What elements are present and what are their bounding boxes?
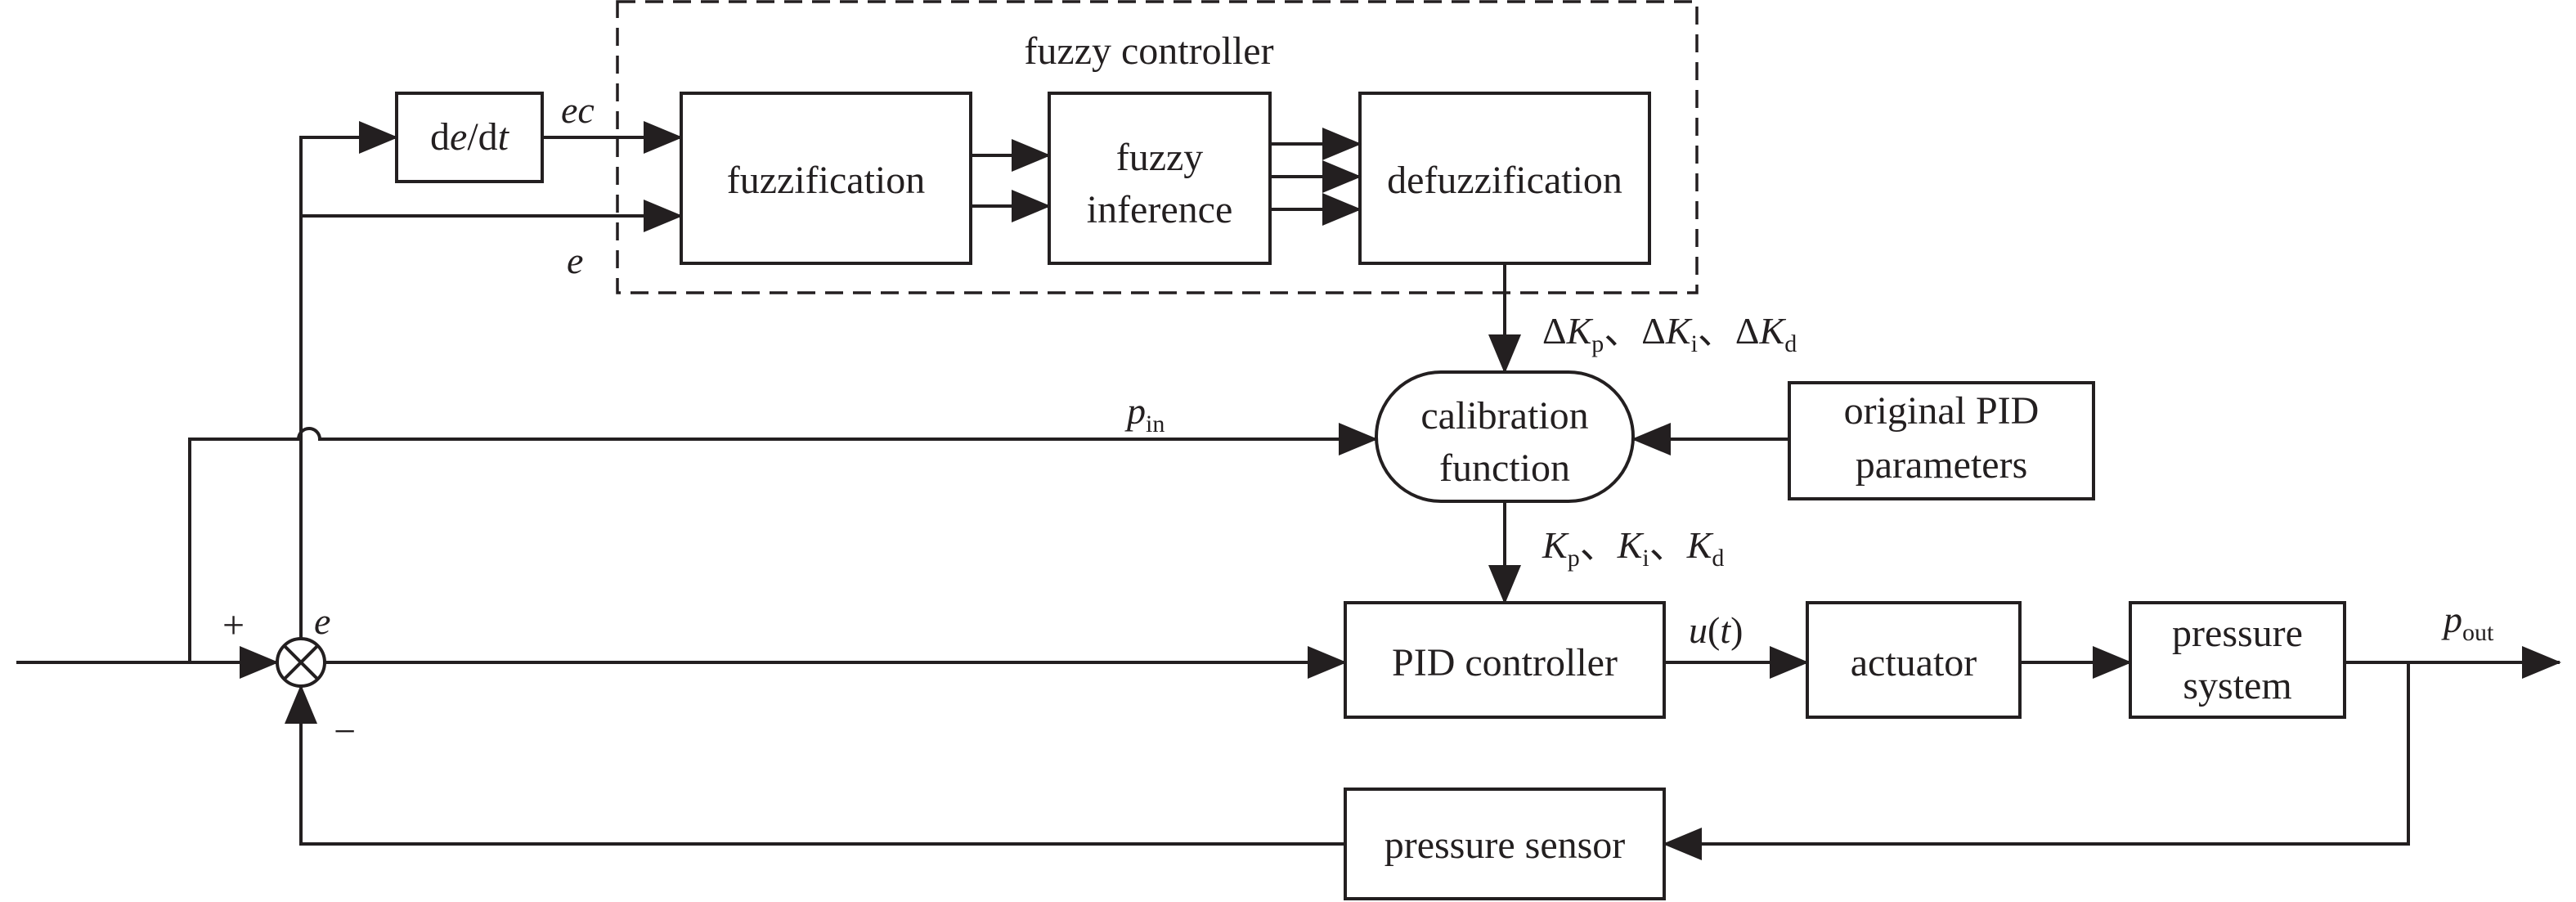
pressure-sensor-block [1344, 788, 1666, 900]
pid-controller-label: PID controller [1392, 641, 1618, 684]
control-signal-label: u(t) [1689, 609, 1743, 651]
fuzzy-controller-title: fuzzy controller [1024, 29, 1273, 73]
derivative-label: de/dt [430, 115, 510, 159]
pressure-system-block [2129, 601, 2346, 719]
pin-label: pin [1124, 390, 1165, 438]
fuzzy-inference-label-line1: fuzzy [1116, 136, 1204, 179]
fuzzy-inference-block [1048, 92, 1272, 265]
minus-sign: − [334, 710, 356, 753]
error-to-derivative-line [299, 121, 398, 639]
junction-e-label: e [314, 600, 330, 642]
fuzzy-controller-region [616, 0, 1699, 294]
output-to-sensor-line [1663, 662, 2410, 860]
fuzzification-block [680, 92, 972, 265]
ec-signal-label: ec [561, 89, 595, 131]
defuzzification-block [1358, 92, 1651, 265]
actuator-block [1806, 601, 2022, 719]
calibration-function-label-line1: calibration [1420, 394, 1588, 438]
delta-gains-label: ΔKp、ΔKi、ΔKd [1542, 310, 1797, 357]
pressure-system-label-line1: pressure [2172, 612, 2303, 655]
summing-junction [276, 637, 326, 688]
fuzzification-label: fuzzification [727, 159, 926, 202]
defuzzification-label: defuzzification [1387, 159, 1622, 202]
fuzzy-inference-label-line2: inference [1087, 188, 1233, 231]
pin-feedforward-line [188, 423, 1378, 662]
gains-label: Kp、Ki、Kd [1542, 524, 1724, 572]
actuator-label: actuator [1851, 641, 1977, 684]
feedback-line [285, 684, 1345, 846]
original-pid-label-line1: original PID [1844, 389, 2040, 433]
pressure-system-label-line2: system [2183, 664, 2291, 707]
calibration-function-label-line2: function [1439, 447, 1570, 490]
original-pid-label-line2: parameters [1856, 443, 2028, 487]
plus-sign: + [222, 604, 245, 647]
pout-label: pout [2441, 599, 2494, 646]
e-signal-label: e [567, 240, 583, 281]
pressure-sensor-label: pressure sensor [1384, 823, 1626, 867]
